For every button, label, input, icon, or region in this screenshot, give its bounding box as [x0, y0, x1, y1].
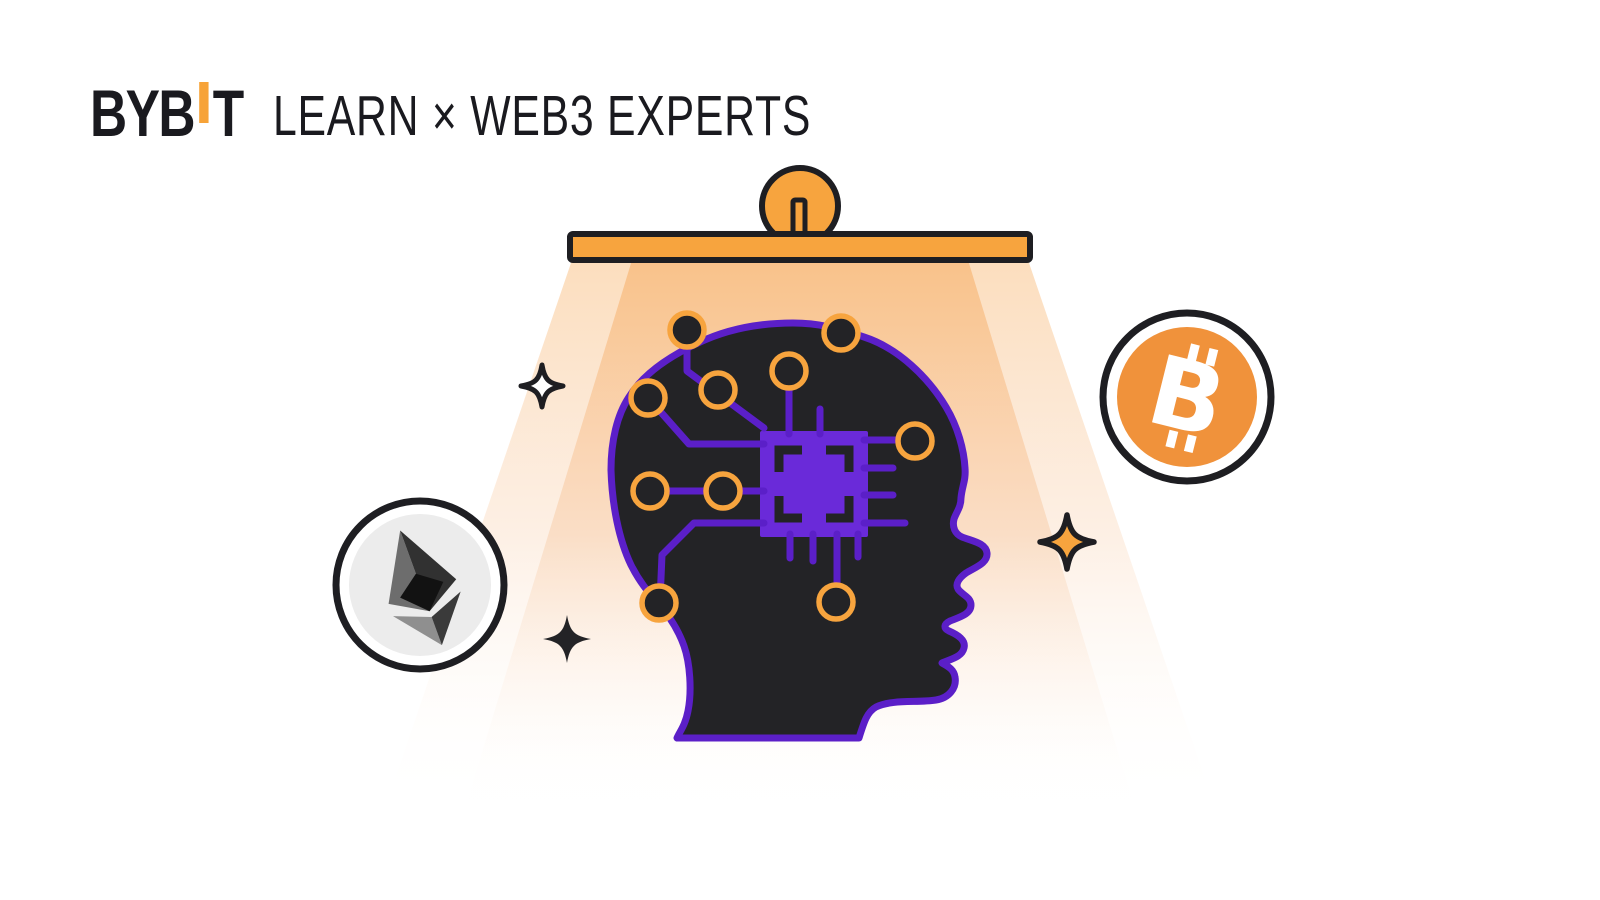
circuit-node — [639, 583, 679, 623]
sparkle-orange-icon — [1037, 512, 1097, 572]
sparkle-outline-icon — [518, 362, 566, 410]
circuit-node — [821, 313, 861, 353]
cpu-chip-icon — [760, 431, 868, 537]
circuit-node — [703, 471, 743, 511]
circuit-node — [630, 471, 670, 511]
circuit-node — [769, 351, 809, 391]
sparkle-dark-icon — [543, 615, 591, 663]
circuit-node — [816, 582, 856, 622]
campaign-tagline: LEARN × WEB3 EXPERTS — [273, 84, 812, 148]
bybit-logo-text-left: BYB — [90, 76, 196, 150]
bitcoin-coin-icon: B — [1099, 309, 1275, 485]
circuit-node — [895, 421, 935, 461]
circuit-node — [628, 378, 668, 418]
circuit-node — [698, 370, 738, 410]
circuit-nodes — [628, 310, 935, 623]
ethereum-coin-icon — [332, 497, 508, 673]
bybit-logo-text-right: T — [212, 76, 244, 150]
bybit-logo-accent-bar-icon — [199, 82, 209, 123]
circuit-node — [667, 310, 707, 350]
ceiling-lamp-icon — [567, 165, 1033, 263]
